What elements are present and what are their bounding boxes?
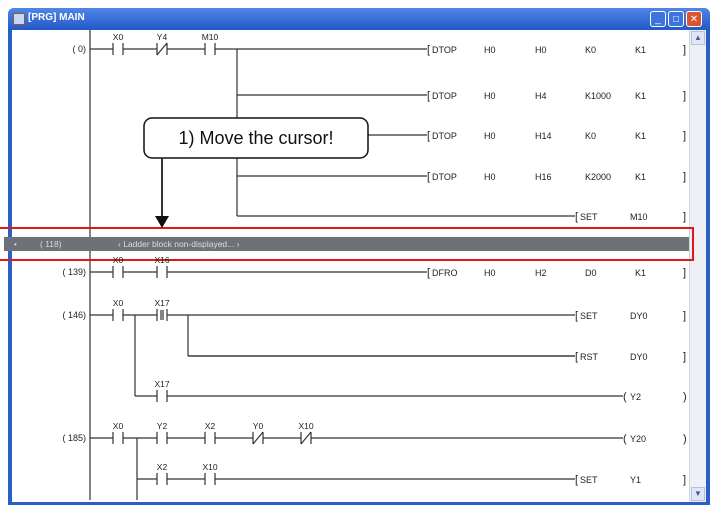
instruction-operand: H0: [484, 268, 496, 278]
scroll-up-icon[interactable]: ▲: [691, 31, 705, 45]
hidden-block-marker: •: [14, 240, 17, 249]
instruction-bracket-open: [: [427, 90, 430, 102]
instruction-name: DTOP: [432, 91, 457, 101]
instruction-operand: K0: [585, 45, 596, 55]
program-icon: [13, 13, 25, 25]
instruction-bracket-close: ]: [683, 310, 686, 322]
instruction-operand: H0: [484, 91, 496, 101]
instruction-operand: K1: [635, 45, 646, 55]
instruction-operand: K1: [635, 91, 646, 101]
instruction-bracket-open: [: [575, 211, 578, 223]
instruction-name: DTOP: [432, 131, 457, 141]
coil-open: (: [623, 433, 627, 445]
title-bar[interactable]: [PRG] MAIN _ □ ✕: [8, 8, 710, 30]
ladder-window: [PRG] MAIN _ □ ✕ ▲ ▼: [8, 8, 710, 505]
instruction-name: SET: [580, 475, 598, 485]
instruction-operand: K1: [635, 131, 646, 141]
instruction-bracket-open: [: [427, 267, 430, 279]
contact-nc-slash: [300, 431, 312, 445]
contact-label: X10: [298, 421, 313, 431]
instruction-operand: K1000: [585, 91, 611, 101]
instruction-bracket-open: [: [427, 130, 430, 142]
vertical-scrollbar[interactable]: ▲ ▼: [689, 30, 706, 502]
hidden-block-band[interactable]: [4, 237, 689, 251]
hidden-block-text: ‹ Ladder block non-displayed... ›: [118, 239, 240, 249]
contact-label: Y4: [157, 32, 168, 42]
ladder-editor[interactable]: ▲ ▼: [12, 30, 706, 502]
instruction-bracket-close: ]: [683, 211, 686, 223]
instruction-operand: D0: [585, 268, 597, 278]
contact-label: X0: [113, 255, 124, 265]
instruction-bracket-open: [: [575, 474, 578, 486]
instruction-bracket-close: ]: [683, 351, 686, 363]
contact-label: Y2: [157, 421, 168, 431]
instruction-operand: DY0: [630, 311, 648, 321]
instruction-operand: H0: [484, 45, 496, 55]
contact-label: Y0: [253, 421, 264, 431]
coil-close: ): [683, 391, 687, 403]
instruction-operand: H4: [535, 91, 547, 101]
coil-open: (: [623, 391, 627, 403]
close-button[interactable]: ✕: [686, 11, 702, 27]
callout-text: 1) Move the cursor!: [178, 128, 333, 148]
instruction-bracket-close: ]: [683, 267, 686, 279]
coil-label: Y20: [630, 434, 646, 444]
instruction-operand: H0: [535, 45, 547, 55]
instruction-operand: H2: [535, 268, 547, 278]
maximize-button[interactable]: □: [668, 11, 684, 27]
cursor-highlight-box: [0, 227, 694, 261]
contact-label: X0: [113, 298, 124, 308]
instruction-name: DTOP: [432, 45, 457, 55]
callout-arrow-head-icon: [155, 216, 169, 228]
window-title: [PRG] MAIN: [28, 12, 85, 23]
contact-label: X17: [154, 298, 169, 308]
instruction-bracket-open: [: [427, 171, 430, 183]
contact-label: X0: [113, 32, 124, 42]
instruction-bracket-open: [: [575, 351, 578, 363]
instruction-bracket-open: [: [575, 310, 578, 322]
instruction-operand: K0: [585, 131, 596, 141]
instruction-operand: DY0: [630, 352, 648, 362]
minimize-button[interactable]: _: [650, 11, 666, 27]
contact-label: X0: [113, 421, 124, 431]
instruction-bracket-close: ]: [683, 130, 686, 142]
instruction-operand: H14: [535, 131, 552, 141]
instruction-name: DTOP: [432, 172, 457, 182]
instruction-operand: K2000: [585, 172, 611, 182]
instruction-bracket-close: ]: [683, 171, 686, 183]
instruction-bracket-close: ]: [683, 44, 686, 56]
instruction-bracket-close: ]: [683, 474, 686, 486]
contact-label: M10: [202, 32, 219, 42]
instruction-operand: K1: [635, 172, 646, 182]
instruction-operand: Y1: [630, 475, 641, 485]
instruction-name: SET: [580, 212, 598, 222]
instruction-operand: H0: [484, 131, 496, 141]
contact-label: X2: [205, 421, 216, 431]
instruction-operand: H0: [484, 172, 496, 182]
step-number: ( 146): [62, 310, 86, 320]
hidden-block-step: ( 118): [40, 239, 62, 249]
scroll-down-icon[interactable]: ▼: [691, 487, 705, 501]
instruction-name: SET: [580, 311, 598, 321]
instruction-operand: K1: [635, 268, 646, 278]
instruction-name: DFRO: [432, 268, 458, 278]
callout-box: [143, 117, 369, 159]
coil-label: Y2: [630, 392, 641, 402]
instruction-bracket-close: ]: [683, 90, 686, 102]
instruction-operand: H16: [535, 172, 552, 182]
instruction-bracket-open: [: [427, 44, 430, 56]
coil-close: ): [683, 433, 687, 445]
contact-nc-slash: [156, 42, 168, 56]
step-number: ( 185): [62, 433, 86, 443]
contact-label: X2: [157, 462, 168, 472]
contact-label: X17: [154, 379, 169, 389]
contact-label: X10: [202, 462, 217, 472]
instruction-name: RST: [580, 352, 599, 362]
instruction-operand: M10: [630, 212, 648, 222]
contact-label: X16: [154, 255, 169, 265]
contact-nc-slash: [252, 431, 264, 445]
step-number: ( 139): [62, 267, 86, 277]
step-number: ( 0): [73, 44, 87, 54]
